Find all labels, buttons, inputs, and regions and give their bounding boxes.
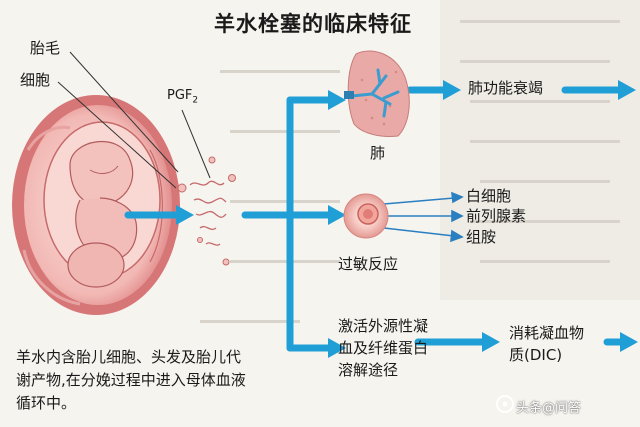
watermark	[496, 395, 514, 413]
watermark-text: 头条@问答	[516, 401, 582, 416]
node-coag-line1: 激活外源性凝	[338, 317, 429, 335]
node-histamine: 组胺	[466, 228, 497, 246]
caption-text: 羊水内含胎儿细胞、头发及胎儿代谢产物,在分娩过程中进入母体血液循环中。	[16, 348, 246, 412]
allergy-mediator-arrows	[383, 191, 464, 243]
node-lung-failure: 肺功能衰竭	[468, 79, 544, 97]
label-lanugo: 胎毛	[30, 39, 61, 57]
node-coag-line2: 血及纤维蛋白	[338, 339, 429, 357]
node-dic-line1: 消耗凝血物	[509, 324, 585, 342]
diagram-title: 羊水栓塞的临床特征	[214, 12, 412, 36]
node-prostaglandin: 前列腺素	[466, 207, 527, 225]
background-texture	[200, 0, 640, 323]
node-coag-line3: 溶解途径	[338, 361, 399, 379]
label-pgf2-main: PGF	[167, 88, 193, 103]
uterus-fetus-illustration	[12, 95, 180, 315]
label-cells: 细胞	[20, 71, 51, 89]
node-lung: 肺	[370, 144, 386, 162]
node-dic-line2: 质(DIC)	[509, 346, 563, 364]
arrow-heads	[176, 80, 638, 358]
fetal-debris-illustration	[57, 51, 236, 266]
flow-arrows	[124, 86, 626, 352]
label-pgf2-subscript: 2	[192, 95, 199, 106]
node-wbc: 白细胞	[466, 187, 512, 205]
mast-cell-illustration	[343, 193, 389, 239]
label-pgf2: PGF2	[167, 88, 199, 106]
node-allergy: 过敏反应	[338, 255, 399, 273]
lung-illustration	[344, 50, 410, 137]
